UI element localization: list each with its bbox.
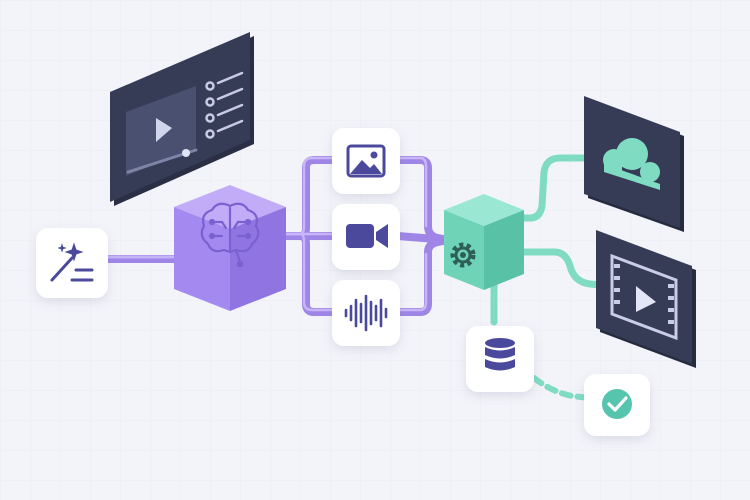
teal-pipes xyxy=(490,154,604,401)
checkmark-icon xyxy=(602,389,632,419)
image-modality-tile xyxy=(332,128,400,194)
database-tile xyxy=(466,326,534,392)
gear-icon xyxy=(450,242,476,268)
pipe-hub-to-video xyxy=(516,248,604,289)
video-output-panel xyxy=(596,230,696,368)
playlist-lines xyxy=(205,71,244,139)
pipe-modalities-to-hub xyxy=(394,156,452,316)
input-prompt-tile xyxy=(36,228,108,298)
film-play-icon xyxy=(610,253,678,341)
pipe-hub-to-cloud xyxy=(516,154,594,222)
audio-modality-tile xyxy=(332,280,400,346)
magic-wand-icon xyxy=(50,242,94,282)
video-player-panel xyxy=(110,32,254,206)
pipe-input-to-ai xyxy=(96,255,180,263)
video-camera-icon xyxy=(346,224,388,248)
database-icon xyxy=(485,338,515,371)
integration-hub-cube xyxy=(444,194,524,290)
purple-pipes xyxy=(96,156,452,316)
video-modality-tile xyxy=(332,204,400,270)
cloud-output-panel xyxy=(584,96,684,232)
dashed-link-database-to-check xyxy=(531,375,593,401)
video-player-icon xyxy=(156,118,172,142)
ai-processor-cube xyxy=(174,185,286,311)
image-icon xyxy=(346,144,386,178)
status-check-tile xyxy=(584,374,650,436)
audio-waveform-icon xyxy=(344,294,388,332)
cloud-icon xyxy=(603,138,660,190)
brain-circuit-icon xyxy=(200,202,260,268)
